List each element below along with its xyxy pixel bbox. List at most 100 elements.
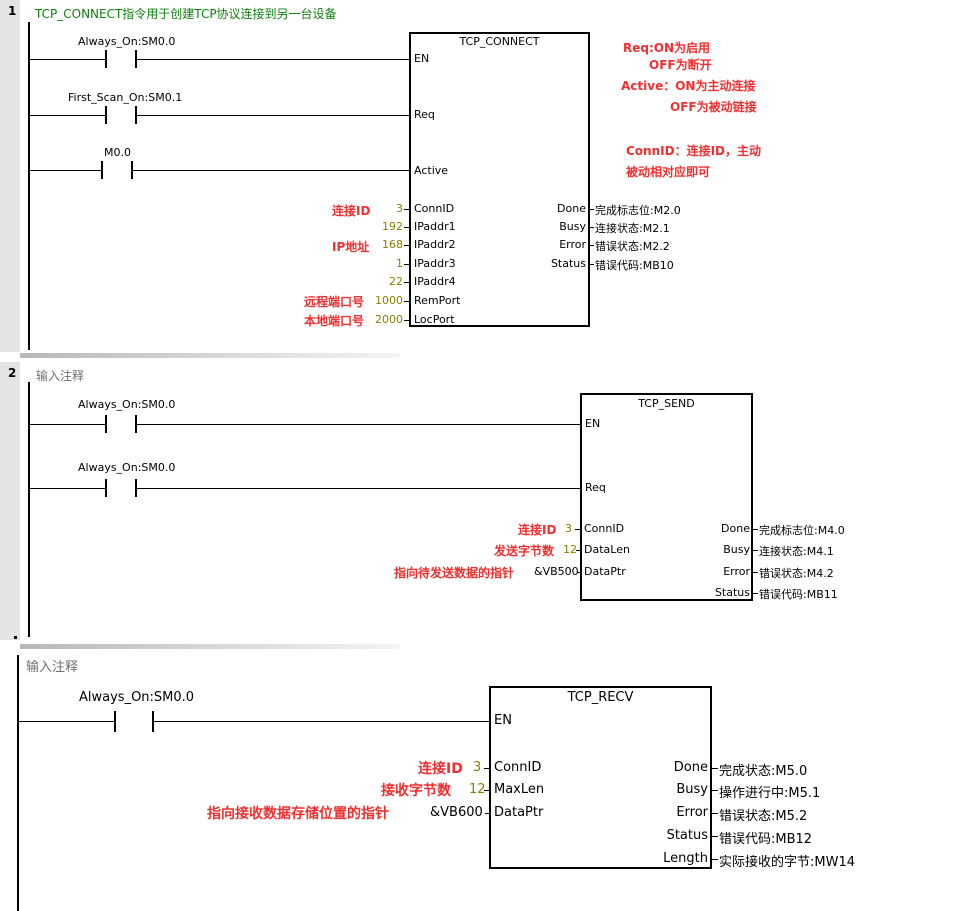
contact-label: Always_On:SM0.0: [78, 35, 176, 48]
output-value[interactable]: 错误代码:MB12: [719, 832, 813, 847]
block-title: TCP_RECV: [567, 690, 634, 705]
pin-status: Status: [666, 828, 708, 843]
pin-req: Req: [414, 108, 435, 121]
contact-no[interactable]: [152, 711, 154, 732]
input-value[interactable]: 3: [396, 202, 403, 215]
pin-active: Active: [414, 164, 449, 177]
contact-no[interactable]: [101, 161, 103, 179]
network-divider: [20, 353, 400, 358]
pin-connid: ConnID: [414, 202, 455, 215]
power-rail: [28, 22, 30, 350]
contact-no[interactable]: [135, 50, 137, 68]
output-value[interactable]: 错误状态:M2.2: [595, 240, 670, 253]
contact-no[interactable]: [135, 106, 137, 124]
output-value[interactable]: 操作进行中:M5.1: [719, 786, 821, 801]
block-title: TCP_CONNECT: [459, 35, 540, 48]
pin-ipaddr2: IPaddr2: [414, 238, 456, 251]
pin-ipaddr4: IPaddr4: [414, 275, 456, 288]
annotation-req: OFF为断开: [649, 58, 712, 72]
output-value[interactable]: 错误状态:M4.2: [759, 567, 834, 580]
pin-busy: Busy: [676, 782, 708, 797]
annotation-req: Req:ON为启用: [623, 41, 711, 55]
input-value[interactable]: 2000: [375, 313, 403, 326]
pin-connid: ConnID: [494, 760, 542, 775]
annotation-connid-note: ConnID：连接ID，主动: [626, 144, 761, 158]
annotation-connid: 连接ID: [418, 761, 463, 777]
input-value[interactable]: 1: [396, 257, 403, 270]
tcp-connect-block[interactable]: [409, 32, 590, 327]
contact-label: Always_On:SM0.0: [78, 398, 176, 411]
contact-no[interactable]: [105, 106, 107, 124]
power-rail: [28, 382, 30, 637]
input-value[interactable]: 1000: [375, 294, 403, 307]
annotation-dataptr: 指向待发送数据的指针: [394, 566, 515, 580]
annotation-maxlen: 接收字节数: [381, 783, 451, 799]
network-number: 2: [8, 366, 17, 380]
network-comment[interactable]: 输入注释: [26, 660, 79, 675]
pin-connid: ConnID: [584, 522, 625, 535]
network-number: 1: [8, 4, 17, 18]
contact-no[interactable]: [131, 161, 133, 179]
input-value[interactable]: 192: [382, 220, 403, 233]
input-value[interactable]: 3: [473, 760, 482, 775]
contact-label: M0.0: [104, 146, 131, 159]
input-value[interactable]: 12: [469, 782, 486, 797]
network-1-margin: [0, 0, 20, 352]
block-title: TCP_SEND: [638, 397, 695, 410]
output-value[interactable]: 错误状态:M5.2: [719, 809, 808, 824]
input-value[interactable]: 168: [382, 238, 403, 251]
annotation-connid: 连接ID: [518, 523, 557, 537]
input-value[interactable]: 3: [565, 522, 572, 535]
contact-label: First_Scan_On:SM0.1: [68, 91, 183, 104]
contact-no[interactable]: [105, 415, 107, 433]
pin-status: Status: [714, 586, 750, 599]
contact-label: Always_On:SM0.0: [79, 690, 195, 705]
pin-en: EN: [414, 52, 430, 65]
pin-error: Error: [676, 805, 708, 820]
annotation-active: OFF为被动链接: [670, 100, 757, 114]
contact-no[interactable]: [105, 50, 107, 68]
contact-no[interactable]: [135, 415, 137, 433]
network-2-margin: [0, 362, 20, 640]
output-value[interactable]: 完成标志位:M4.0: [759, 524, 845, 537]
pin-remport: RemPort: [414, 294, 461, 307]
pin-ipaddr1: IPaddr1: [414, 220, 456, 233]
output-value[interactable]: 连接状态:M4.1: [759, 545, 834, 558]
pin-en: EN: [585, 417, 601, 430]
input-value[interactable]: 22: [389, 275, 403, 288]
annotation-connid-note: 被动相对应即可: [626, 165, 711, 179]
input-value[interactable]: &VB600: [430, 805, 483, 820]
tcp-recv-block[interactable]: [489, 686, 712, 869]
dot-marker: [14, 636, 17, 639]
output-value[interactable]: 错误代码:MB11: [759, 588, 838, 601]
output-value[interactable]: 连接状态:M2.1: [595, 222, 670, 235]
network-comment[interactable]: 输入注释: [36, 369, 85, 383]
pin-ipaddr3: IPaddr3: [414, 257, 456, 270]
pin-done: Done: [673, 760, 708, 775]
output-value[interactable]: 实际接收的字节:MW14: [719, 855, 855, 870]
annotation-datalen: 发送字节数: [494, 544, 555, 558]
pin-req: Req: [585, 481, 606, 494]
contact-no[interactable]: [135, 479, 137, 497]
tcp-send-block[interactable]: [580, 393, 753, 601]
pin-error: Error: [559, 238, 586, 251]
contact-label: Always_On:SM0.0: [78, 461, 176, 474]
input-value[interactable]: 12: [563, 543, 577, 556]
annotation-active: Active：ON为主动连接: [621, 79, 756, 93]
pin-locport: LocPort: [414, 313, 455, 326]
pin-maxlen: MaxLen: [494, 782, 545, 797]
output-value[interactable]: 完成标志位:M2.0: [595, 204, 681, 217]
contact-no[interactable]: [114, 711, 116, 732]
pin-en: EN: [494, 713, 512, 728]
annotation-dataptr: 指向接收数据存储位置的指针: [207, 806, 389, 822]
output-value[interactable]: 完成状态:M5.0: [719, 764, 808, 779]
pin-datalen: DataLen: [584, 543, 630, 556]
contact-no[interactable]: [105, 479, 107, 497]
network-comment[interactable]: TCP_CONNECT指令用于创建TCP协议连接到另一台设备: [35, 7, 337, 21]
power-rail: [17, 655, 19, 911]
pin-error: Error: [723, 565, 750, 578]
output-value[interactable]: 错误代码:MB10: [595, 259, 674, 272]
pin-dataptr: DataPtr: [494, 805, 544, 820]
input-value[interactable]: &VB500: [534, 565, 579, 578]
pin-done: Done: [721, 522, 750, 535]
